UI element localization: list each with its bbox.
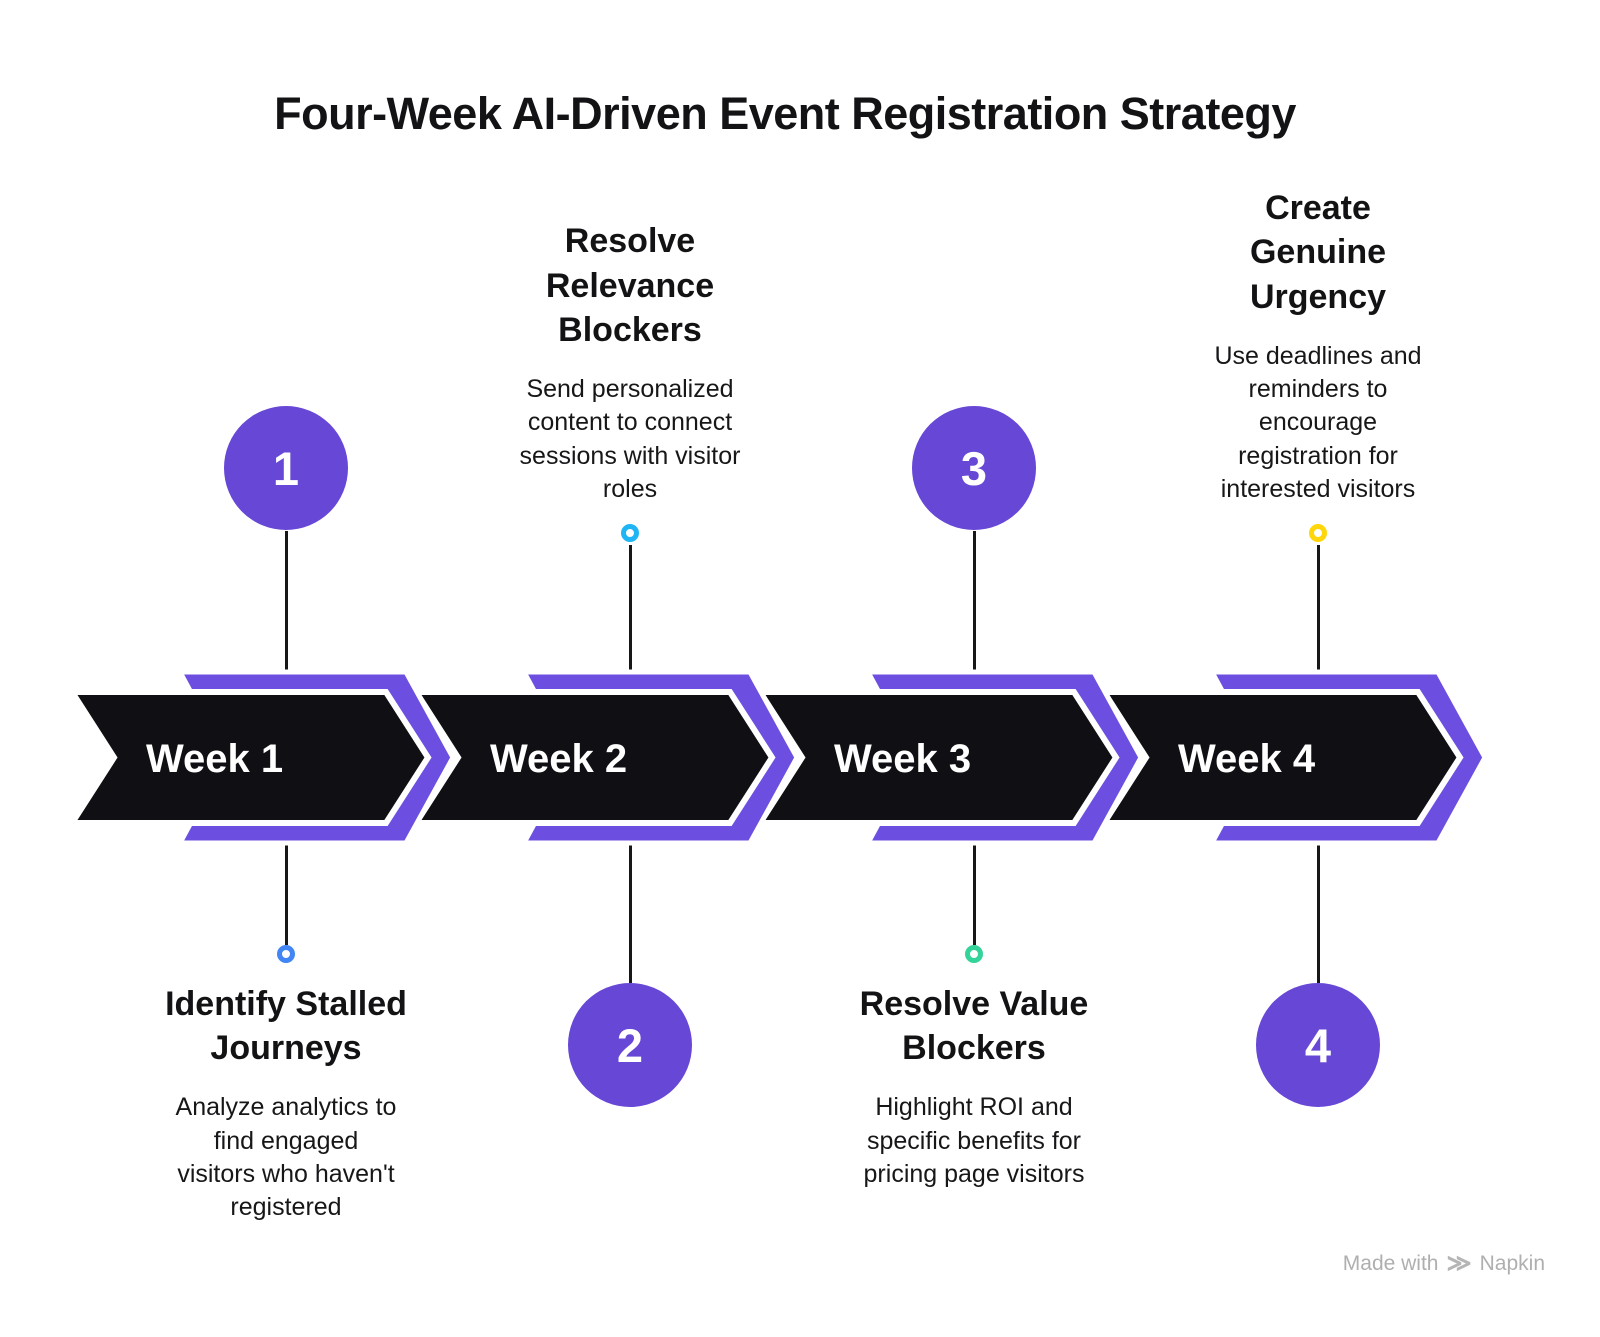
step-3-number: 3 [960,441,988,495]
attribution: Made with ≫ Napkin [1343,1252,1545,1276]
week-1-arrow [66,689,432,826]
week-4-description: Use deadlines and reminders to encourage… [1214,341,1422,503]
week-3-arrow [754,689,1120,826]
week-1-description: Analyze analytics to find engaged visito… [175,1093,397,1222]
step-3-circle: 3 [912,406,1036,530]
step-1-number: 1 [272,441,300,495]
week-1-top-connector [284,531,288,672]
week-1-milestone-dot [277,945,295,963]
step-2-number: 2 [616,1018,644,1072]
week-1-heading: Identify Stalled Journeys [165,985,407,1068]
brand-name: Napkin [1479,1252,1545,1275]
week-2-milestone-dot [621,524,639,542]
step-4-circle: 4 [1256,983,1380,1107]
week-4-text-block: Create Genuine Urgency Use deadlines and… [1153,186,1483,506]
week-4-heading: Create Genuine Urgency [1249,189,1387,316]
step-1-circle: 1 [224,406,348,530]
made-with-text: Made with [1342,1252,1439,1275]
week-3-top-connector [972,531,976,672]
week-3-text-block: Resolve Value Blockers Highlight ROI and… [809,982,1139,1191]
step-2-circle: 2 [568,983,692,1107]
week-2-arrow [410,689,776,826]
week-4-arrow [1098,689,1464,826]
week-4-bottom-connector [1316,845,1320,983]
napkin-logo-icon: ≫ [1446,1250,1472,1277]
week-3-bottom-connector [972,845,976,945]
week-3-label: Week 3 [834,737,971,781]
page-title: Four-Week AI-Driven Event Registration S… [274,88,1296,139]
week-1-text-block: Identify Stalled Journeys Analyze analyt… [121,982,451,1224]
week-2-heading: Resolve Relevance Blockers [545,222,715,349]
week-1-label: Week 1 [146,737,283,781]
week-2-bottom-connector [628,845,632,983]
week-2-label: Week 2 [490,737,627,781]
week-2-text-block: Resolve Relevance Blockers Send personal… [465,219,795,506]
week-3-description: Highlight ROI and specific benefits for … [863,1093,1085,1188]
week-2-description: Send personalized content to connect ses… [519,375,741,503]
week-4-top-connector [1316,545,1320,672]
step-4-number: 4 [1304,1018,1332,1072]
week-4-milestone-dot [1309,524,1327,542]
week-4-label: Week 4 [1178,737,1316,781]
week-1-bottom-connector [284,845,288,945]
week-2-top-connector [628,545,632,672]
week-3-milestone-dot [965,945,983,963]
week-3-heading: Resolve Value Blockers [859,985,1089,1068]
